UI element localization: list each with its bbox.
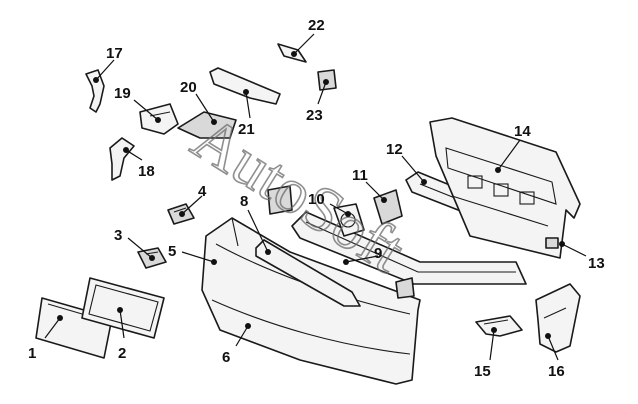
part-support-left	[267, 185, 293, 215]
callout-8: 8	[240, 193, 248, 210]
callout-13: 13	[588, 255, 605, 272]
callout-17: 17	[106, 45, 123, 62]
callout-6: 6	[222, 349, 230, 366]
callout-1: 1	[28, 345, 36, 362]
part-17-hook	[85, 69, 105, 113]
part-2-plate-holder	[81, 277, 165, 339]
callout-12: 12	[386, 141, 403, 158]
callout-20: 20	[180, 79, 197, 96]
callout-11: 11	[352, 167, 368, 184]
callout-3: 3	[114, 227, 122, 244]
callout-4: 4	[198, 183, 207, 200]
part-20-bracket	[177, 111, 237, 139]
callout-21: 21	[238, 121, 255, 138]
part-15-step-plate	[475, 315, 523, 337]
part-18-hook	[109, 137, 135, 181]
callout-19: 19	[114, 85, 131, 102]
part-13-14-rear-panel	[429, 117, 581, 259]
part-9-crossmember	[291, 211, 527, 299]
callout-14: 14	[514, 123, 531, 140]
callout-23: 23	[306, 107, 323, 124]
part-8-impact-strip	[255, 239, 361, 307]
callout-5: 5	[168, 243, 176, 260]
callout-16: 16	[548, 363, 565, 380]
callouts-layer: 1 2 3 4 5 6 8 9 10 11 12 13 14 15 16 17 …	[28, 17, 605, 380]
callout-9: 9	[374, 245, 382, 262]
callout-15: 15	[474, 363, 491, 380]
part-11-support	[373, 189, 403, 225]
callout-10: 10	[308, 191, 325, 208]
part-21-upper-strip	[209, 67, 281, 105]
leaders-layer	[44, 33, 587, 361]
callout-22: 22	[308, 17, 325, 34]
callout-2: 2	[118, 345, 126, 362]
part-16-corner-bracket	[535, 283, 581, 353]
callout-18: 18	[138, 163, 155, 180]
